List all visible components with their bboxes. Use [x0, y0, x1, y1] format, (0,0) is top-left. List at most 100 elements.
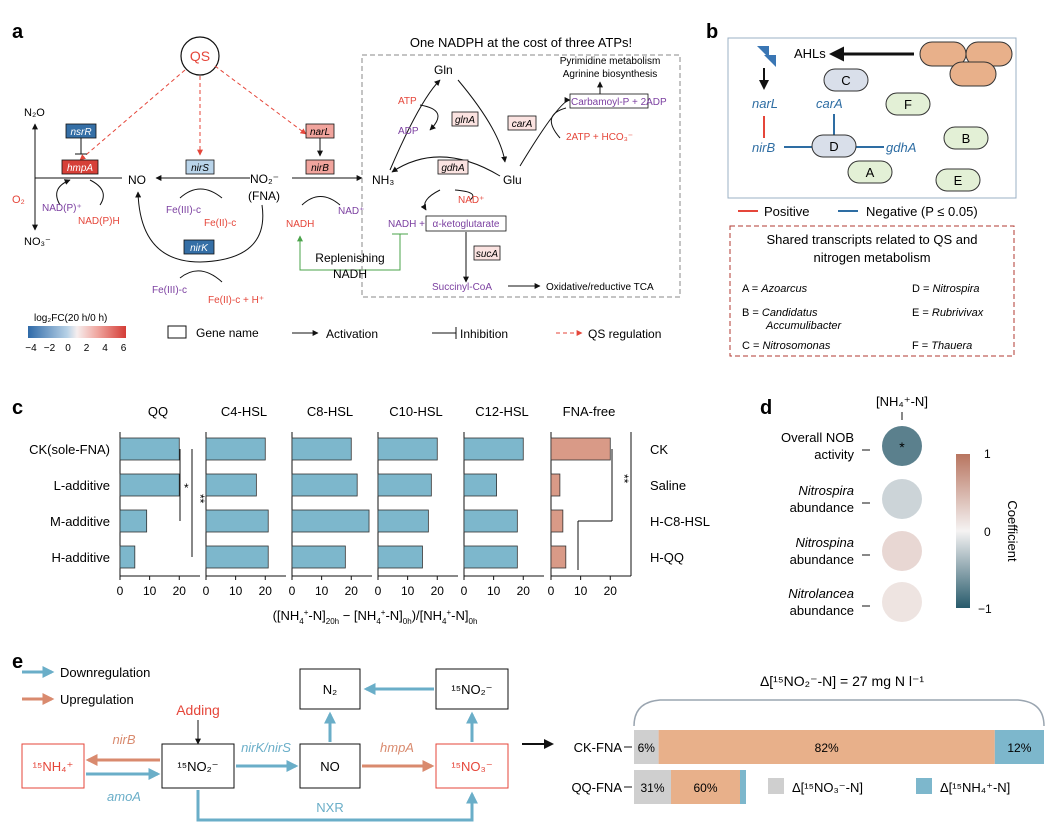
cell-B — [943, 126, 989, 150]
carA-gene-box — [507, 115, 537, 131]
heatmap-row-label: Nitrospira — [798, 483, 854, 498]
bar — [291, 473, 358, 497]
lfc-legend-title: log₂FC(20 h/0 h) — [34, 313, 107, 324]
cell-label: F — [904, 97, 912, 112]
stack-segment — [634, 770, 671, 804]
x-tick-label: 10 — [401, 584, 415, 598]
panel-label-e: e — [12, 651, 23, 673]
coefficient-heatmap: Overall NOBactivity*NitrospiraabundanceN… — [781, 426, 922, 622]
lfc-tick: 6 — [121, 343, 127, 354]
lfc-tick: 4 — [102, 343, 108, 354]
sig-star: ** — [193, 494, 207, 504]
row-label: CK(sole-FNA) — [29, 442, 110, 457]
bar — [377, 509, 429, 533]
x-tick-label: 0 — [203, 584, 210, 598]
key-gene-box — [167, 325, 187, 339]
heatmap-cell — [882, 426, 922, 466]
x-tick-label: 20 — [345, 584, 359, 598]
tca-label: Oxidative/reductive TCA — [546, 282, 654, 293]
adp-label: ADP — [398, 126, 419, 137]
nirB-label: nirB — [311, 163, 329, 174]
bar — [205, 509, 269, 533]
producer-cell-3 — [949, 61, 997, 87]
row-label: M-additive — [50, 514, 110, 529]
bar — [377, 437, 438, 461]
sig-star: * — [184, 481, 189, 495]
n2-label: N₂ — [323, 682, 337, 697]
panel-label-c: c — [12, 397, 23, 419]
bar — [291, 545, 346, 569]
panel-c: c CK(sole-FNA)L-additiveM-additiveH-addi… — [12, 397, 710, 626]
no-node-label: NO — [128, 173, 146, 187]
panel-a: a QS N₂O NO₃⁻ O₂ nsrR hmpA NAD(P)⁺ NAD(P… — [12, 21, 681, 354]
lfc-tick: −2 — [44, 343, 56, 354]
stack-segment-label: 60% — [693, 781, 717, 795]
heatmap-column-label: [NH₄⁺-N] — [876, 394, 928, 409]
facet-title: C10-HSL — [389, 404, 442, 419]
shared-transcripts-box — [729, 225, 1015, 357]
cell-label: D — [829, 139, 838, 154]
nadph-label: NAD(P)H — [78, 216, 120, 227]
colorbar-label: Coefficient — [1005, 500, 1020, 562]
legend-down-label: Downregulation — [60, 665, 150, 680]
akg-box — [425, 215, 507, 232]
stack-segment-label: 6% — [638, 741, 656, 755]
no3-label: ¹⁵NO₃⁻ — [451, 759, 492, 774]
cell-F — [885, 92, 931, 116]
x-tick-label: 20 — [173, 584, 187, 598]
panel-e: e Downregulation Upregulation Adding ¹⁵N… — [12, 651, 1045, 822]
nh3-to-gln-arrow — [389, 79, 441, 171]
nadh-1-label: NADH — [286, 219, 314, 230]
bar — [119, 437, 180, 461]
no2-top-box — [435, 668, 509, 710]
bar — [119, 473, 180, 497]
stack-segment — [740, 770, 746, 804]
panel-d: d [NH₄⁺-N] Overall NOBactivity*Nitrospir… — [760, 394, 1020, 622]
stack-segment — [634, 730, 659, 764]
nsrR-label: nsrR — [70, 127, 91, 138]
stack-segment-label: 12% — [1007, 741, 1031, 755]
nirB-e-label: nirB — [112, 732, 135, 747]
cell-A — [847, 160, 893, 184]
bar — [377, 545, 423, 569]
panel-label-a: a — [12, 21, 24, 43]
gdhA-label: gdhA — [441, 163, 465, 174]
bar — [550, 509, 564, 533]
facet-title: C12-HSL — [475, 404, 528, 419]
taxon-entry: D = Nitrospira — [912, 283, 980, 295]
facet-title: QQ — [148, 404, 168, 419]
heatmap-row-label: abundance — [790, 603, 854, 618]
shared-title-2: nitrogen metabolism — [813, 250, 930, 265]
no-label: NO — [320, 759, 340, 774]
n2-box — [299, 668, 361, 710]
glu-to-nh3-arrow — [391, 156, 501, 177]
cell-label: B — [962, 131, 971, 146]
bar — [205, 437, 266, 461]
heatmap-cell — [882, 479, 922, 519]
amoA-label: amoA — [107, 789, 141, 804]
bar — [463, 473, 497, 497]
gln-label: Gln — [434, 63, 453, 77]
panel-label-b: b — [706, 21, 718, 43]
fna-label: (FNA) — [248, 189, 280, 203]
qs-to-narL-arrow — [214, 65, 307, 135]
row-label-right: H-QQ — [650, 550, 684, 565]
no-box — [299, 743, 361, 789]
bar — [205, 473, 257, 497]
stack-segment-label: 82% — [815, 741, 839, 755]
heatmap-cell — [882, 531, 922, 571]
row-label-right: Saline — [650, 478, 686, 493]
bar — [550, 437, 611, 461]
cb-tick-mid: 0 — [984, 525, 991, 539]
cb-tick-bot: −1 — [978, 602, 992, 616]
bar — [463, 437, 524, 461]
nadp-label: NAD(P)⁺ — [42, 203, 82, 214]
cell-C — [823, 68, 869, 92]
row-label: H-additive — [51, 550, 110, 565]
x-tick-label: 0 — [117, 584, 124, 598]
fe3c-2-label: Fe(III)-c — [152, 285, 187, 296]
nxr-label: NXR — [316, 800, 343, 815]
adding-label: Adding — [176, 702, 220, 718]
ahls-label: AHLs — [794, 46, 826, 61]
